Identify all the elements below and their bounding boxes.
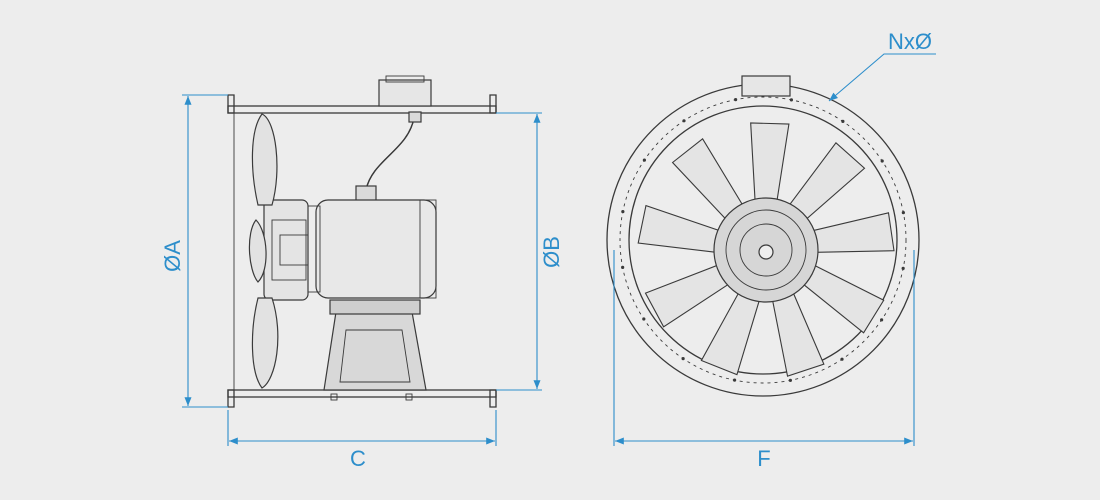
fan-blade-front bbox=[771, 291, 825, 377]
flange-bolt-hole bbox=[880, 159, 884, 163]
dimension-lines bbox=[182, 53, 936, 446]
fan-blade-side-middle bbox=[248, 219, 267, 283]
flange-bolt-hole bbox=[901, 266, 905, 271]
fan-blade-front bbox=[644, 264, 730, 328]
dimension-label-flange-f: F bbox=[757, 446, 770, 471]
casing-flange-left bbox=[227, 94, 235, 408]
fan-blade-front bbox=[750, 122, 790, 202]
dimension-label-length-c: C bbox=[350, 446, 366, 471]
fan-blade-front bbox=[700, 291, 761, 376]
flange-bolt-hole bbox=[621, 209, 625, 214]
fan-blade-front bbox=[802, 264, 885, 334]
flange-bolt-hole bbox=[880, 318, 884, 322]
flange-bolt-hole bbox=[901, 211, 905, 215]
flange-bolt-hole bbox=[682, 119, 686, 123]
dimension-label-diameter-b: ØB bbox=[539, 236, 564, 268]
casing-flange-right bbox=[489, 94, 497, 408]
flange-bolt-hole bbox=[681, 357, 685, 361]
fan-blade-side-top bbox=[251, 113, 278, 206]
shaft-center bbox=[758, 244, 774, 260]
casing-bottom-wall bbox=[227, 389, 497, 398]
fan-blade-front bbox=[811, 212, 895, 253]
fan-blade-front bbox=[671, 137, 744, 221]
flange-bolt-hole bbox=[840, 357, 844, 361]
flange-bolt-hole bbox=[642, 317, 646, 321]
flange-bolt-hole bbox=[642, 158, 646, 162]
fan-blade-side-bottom bbox=[251, 297, 279, 389]
casing-top-wall bbox=[227, 105, 497, 114]
fan-blade-front bbox=[788, 141, 866, 221]
inner-casing bbox=[628, 105, 898, 375]
flange-bolt-hole bbox=[734, 98, 738, 102]
fan-blades-front bbox=[637, 122, 895, 377]
front-view bbox=[606, 75, 920, 397]
flange-bolt-hole bbox=[732, 378, 737, 382]
dimension-label-holes-n: NxØ bbox=[888, 29, 932, 54]
flange-bolt-hole bbox=[841, 119, 845, 123]
flange-bolt-hole bbox=[789, 98, 794, 102]
dimension-label-diameter-a: ØA bbox=[160, 240, 185, 272]
fan-blade-front bbox=[637, 204, 721, 253]
side-view bbox=[227, 75, 497, 408]
motor-body bbox=[315, 199, 437, 299]
flange-bolt-holes bbox=[621, 98, 905, 382]
flange-bolt-hole bbox=[621, 265, 625, 269]
flange-bolt-hole bbox=[788, 378, 792, 382]
terminal-box-front bbox=[741, 75, 791, 97]
bolt-circle bbox=[619, 96, 907, 384]
terminal-box bbox=[378, 79, 432, 107]
fan-hub-side bbox=[263, 199, 309, 301]
motor-stand bbox=[323, 311, 427, 391]
